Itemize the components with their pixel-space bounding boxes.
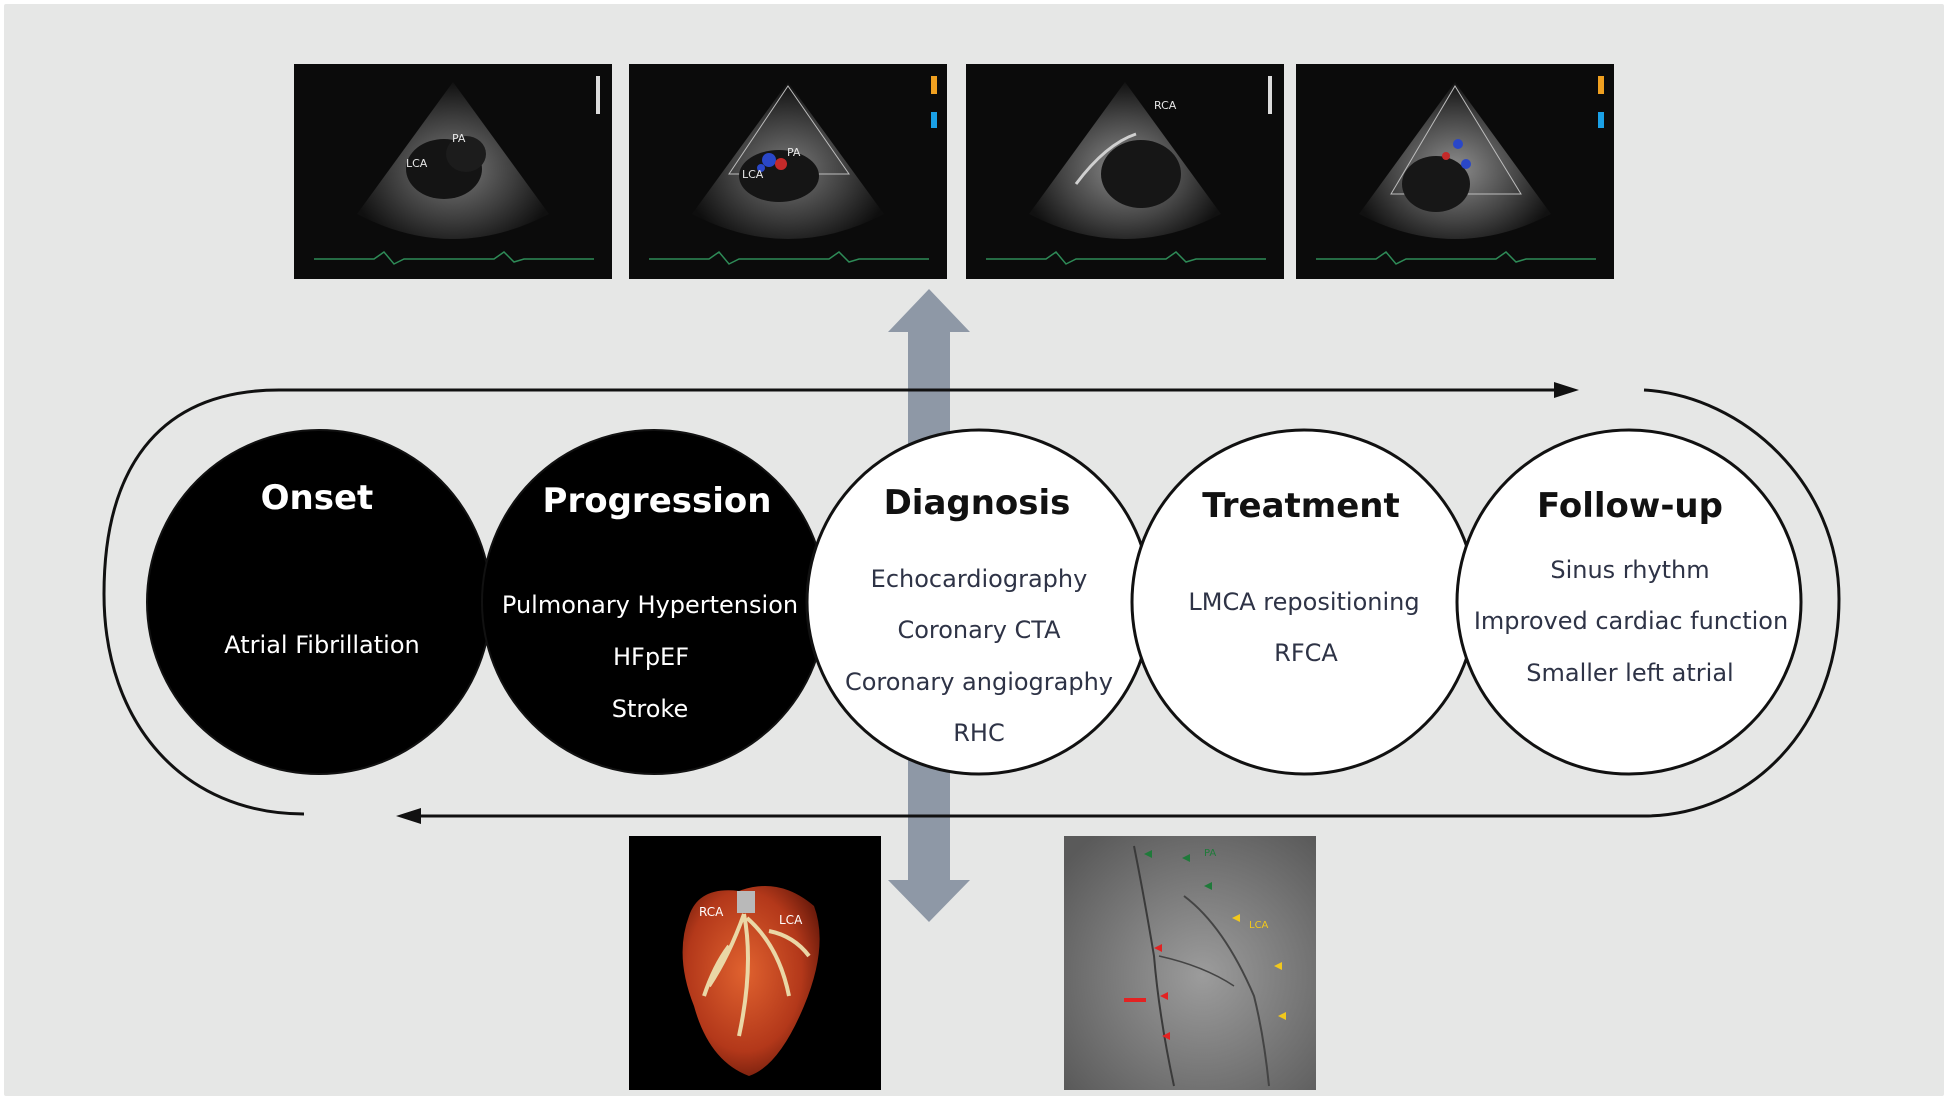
stage-item: Coronary angiography (845, 668, 1113, 696)
stage-item: Atrial Fibrillation (224, 631, 419, 659)
stage-item: Pulmonary Hypertension (502, 591, 798, 619)
stage-item: Sinus rhythm (1550, 556, 1709, 584)
coronary-cta-image: RCA LCA (629, 836, 881, 1090)
stage-title-onset: Onset (261, 478, 374, 518)
stage-title-treatment: Treatment (1202, 486, 1399, 526)
stage-item: Stroke (612, 695, 688, 723)
stage-item: HFpEF (613, 643, 689, 671)
stage-title-diagnosis: Diagnosis (884, 483, 1071, 523)
figure-canvas: PA LCA PA LCA (4, 4, 1944, 1096)
stage-item: RHC (953, 719, 1004, 747)
angio-label: LCA (1249, 920, 1269, 931)
angio-label: PA (1204, 848, 1216, 859)
stage-title-progression: Progression (543, 481, 772, 521)
flow-arrowhead-left (396, 808, 421, 824)
stage-item: Echocardiography (871, 565, 1088, 593)
process-diagram: Onset Atrial Fibrillation Progression Pu… (4, 4, 1944, 1096)
stage-item: LMCA repositioning (1188, 588, 1419, 616)
stage-item: Coronary CTA (897, 616, 1061, 644)
stage-item: RFCA (1274, 639, 1338, 667)
flow-arrowhead-right (1554, 382, 1579, 398)
stage-circle-follow-up (1457, 430, 1801, 774)
cta-label: LCA (779, 913, 803, 927)
coronary-angiography-image: PA LCA (1064, 836, 1316, 1090)
cta-label: RCA (699, 905, 724, 919)
stage-item: Improved cardiac function (1474, 607, 1788, 635)
stage-item: Smaller left atrial (1526, 659, 1733, 687)
stage-title-follow-up: Follow-up (1537, 486, 1723, 526)
